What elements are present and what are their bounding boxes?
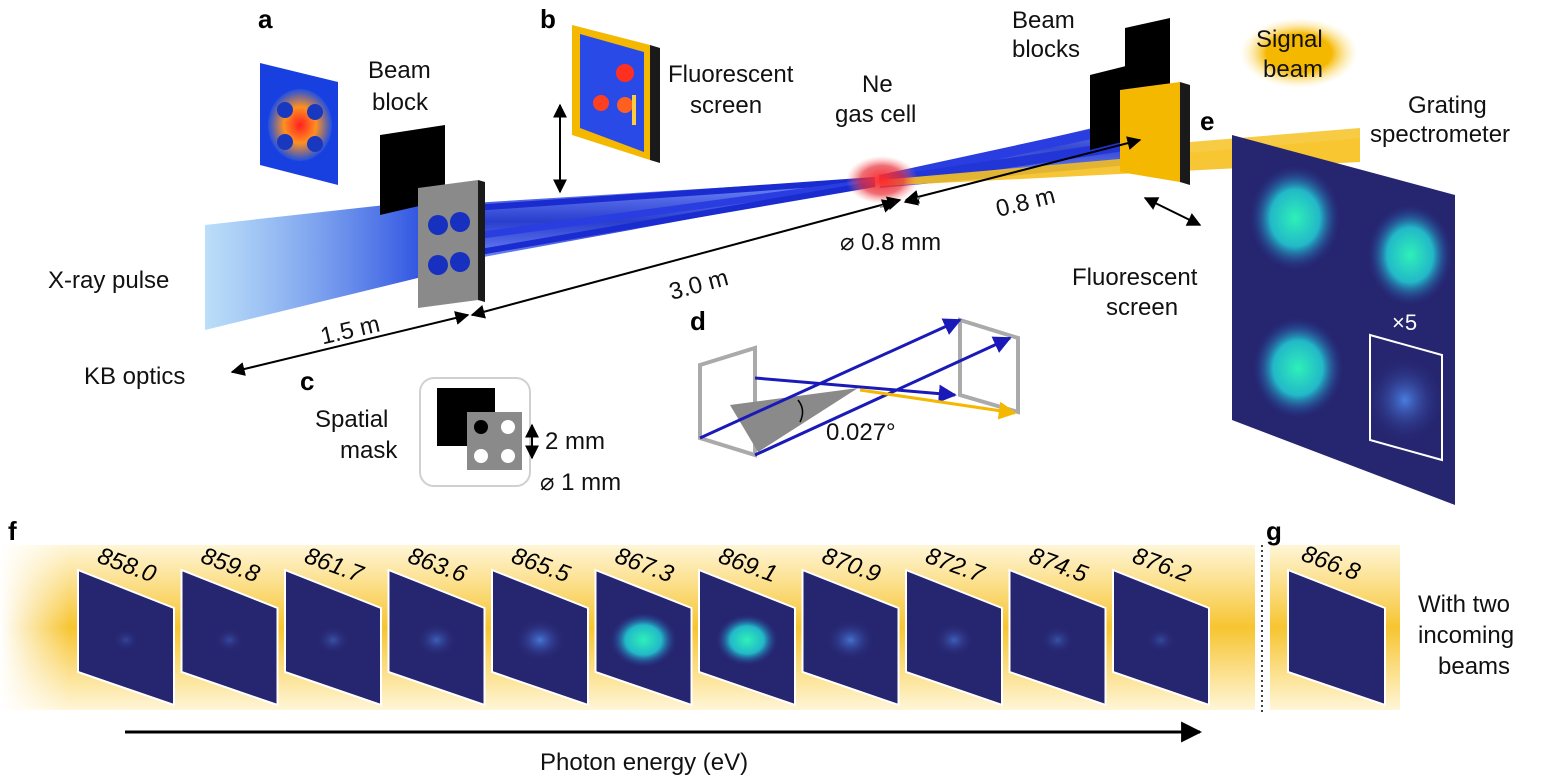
energy-screen: 863.6 [387, 542, 486, 707]
distance-0-8-label: 0.8 m [993, 182, 1058, 223]
signal-spot [716, 614, 778, 666]
panel-c-spatial-mask [419, 377, 539, 487]
two-beams-label-1: With two [1418, 591, 1510, 618]
beam-block-label-2: block [372, 89, 429, 116]
signal-spot [1146, 628, 1176, 652]
two-beams-label-2: incoming [1418, 622, 1514, 649]
panel-a-label: a [258, 4, 273, 34]
gas-cell-label: gas cell [835, 101, 916, 128]
signal-spot [112, 629, 140, 651]
signal-spot [316, 626, 350, 654]
signal-spot [826, 620, 875, 660]
ne-gas-cell [846, 156, 918, 204]
beam-block-label: Beam [368, 57, 431, 84]
panel-g-label: g [1266, 516, 1282, 546]
spectrometer-label: spectrometer [1370, 121, 1510, 148]
signal-beam-badge [1240, 18, 1358, 88]
beam-blocks-label-2: blocks [1012, 36, 1080, 63]
angle-label: 0.027° [826, 419, 896, 446]
signal-spot [514, 619, 566, 661]
panel-b-label: b [540, 4, 556, 34]
panel-f-label: f [8, 516, 17, 546]
signal-beam-label: beam [1263, 56, 1323, 83]
signal-spot [934, 623, 974, 657]
energy-screen: 861.7 [284, 542, 382, 707]
xray-pulse-beam [205, 200, 430, 330]
mask-label: mask [340, 437, 398, 464]
signal-spot [610, 612, 677, 668]
energy-screen: 867.3 [594, 542, 693, 707]
signal-label: Signal [1256, 26, 1323, 53]
panel-a-beam-profile [260, 63, 338, 185]
fluorescent-e-label-2: screen [1106, 294, 1178, 321]
xray-pulse-label: X-ray pulse [48, 267, 169, 294]
energy-screen: 859.8 [180, 542, 279, 707]
distance-3-0-label: 3.0 m [666, 264, 731, 306]
panel-c-label: c [300, 366, 314, 396]
panel-d-label: d [690, 306, 706, 336]
signal-spot [416, 623, 457, 657]
ne-label: Ne [862, 71, 893, 98]
x5-label: ×5 [1392, 310, 1417, 335]
fluorescent-e-label: Fluorescent [1072, 264, 1198, 291]
fluorescent-screen-e-plate [1120, 82, 1180, 182]
panel-d-crossing-geometry [698, 317, 1020, 458]
diameter-gas-label: ⌀ 0.8 mm [840, 229, 941, 256]
signal-spot [1041, 626, 1074, 654]
1mm-label: ⌀ 1 mm [540, 469, 621, 496]
fluorescent-b-label: Fluorescent [668, 61, 794, 88]
panel-e-screen [1232, 135, 1455, 505]
kb-optics-label: KB optics [84, 363, 185, 390]
2mm-label: 2 mm [545, 428, 605, 455]
signal-spot [215, 628, 244, 652]
two-beams-label-3: beams [1438, 653, 1510, 680]
panel-b-fluorescent-screen [572, 25, 660, 163]
energy-screen: 874.5 [1008, 542, 1107, 707]
fluorescent-b-label-2: screen [690, 92, 762, 119]
x5-inset-box [1369, 333, 1443, 462]
spatial-mask-plate [418, 180, 478, 308]
beam-blocks-label: Beam [1012, 7, 1075, 34]
grating-label: Grating [1408, 92, 1487, 119]
panel-e-label: e [1200, 106, 1214, 136]
screen-g [1287, 568, 1386, 707]
spatial-label: Spatial [315, 406, 388, 433]
photon-energy-label: Photon energy (eV) [540, 749, 748, 776]
